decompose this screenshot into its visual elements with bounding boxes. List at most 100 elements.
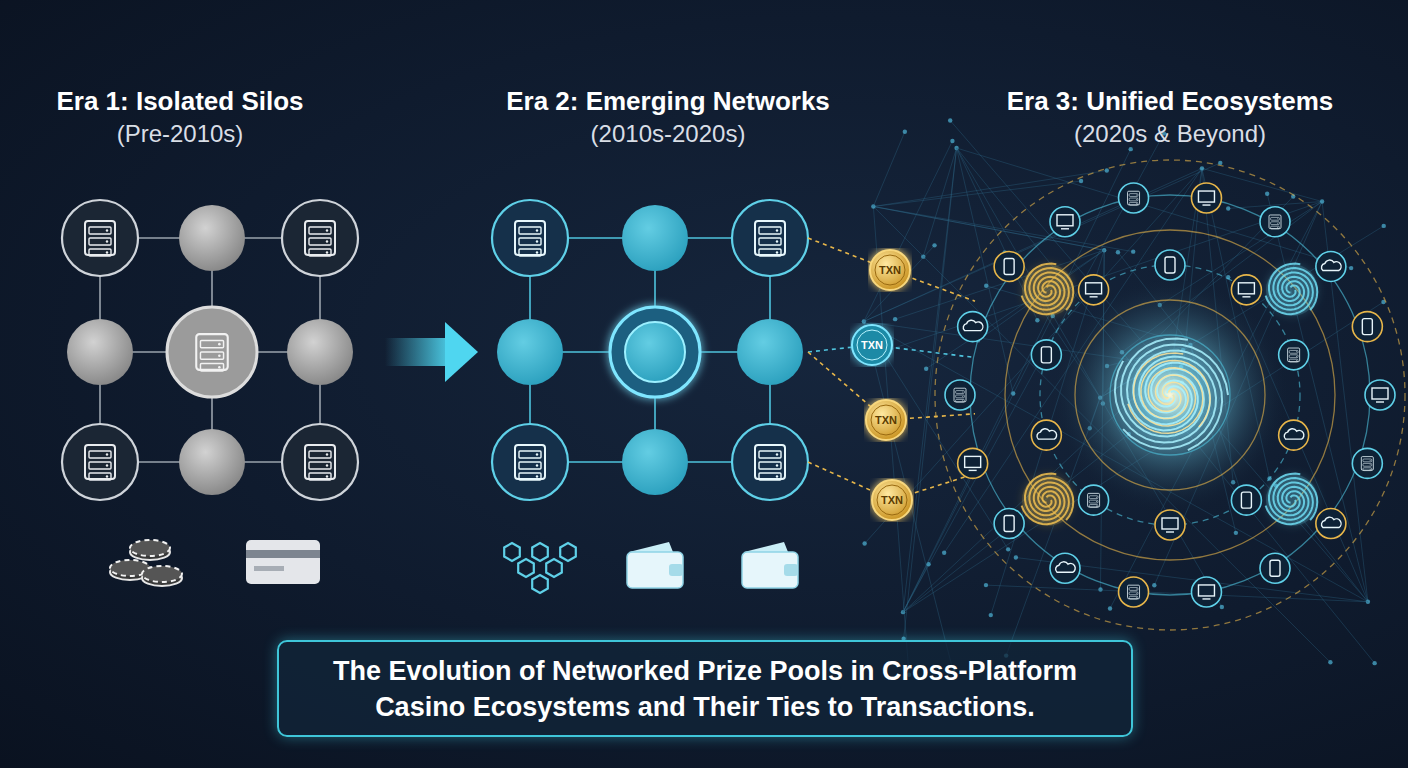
device-node [1316,251,1346,281]
network-node [737,319,803,385]
monitor-stand [1166,531,1174,532]
cloud-icon [1321,517,1341,527]
server-node [732,200,808,276]
server-led [106,464,108,466]
background-link [873,206,1104,250]
device-node [1365,380,1395,410]
server-led [1095,496,1097,498]
phone-icon [1165,257,1175,273]
background-link [923,148,956,257]
background-dot [1382,224,1386,228]
server-node [282,424,358,500]
server-slot [519,451,541,458]
server-slot [956,391,965,394]
server-led [218,366,221,369]
monitor-stand [1376,401,1384,402]
phone-icon [1270,560,1280,576]
server-led [1135,592,1137,594]
server-slot [89,238,111,245]
server-icon [1088,493,1100,507]
background-dot [903,130,907,134]
server-led [106,240,108,242]
background-link [873,171,1106,207]
server-led [1295,360,1297,362]
era1-network [62,200,358,500]
server-slot [309,473,331,480]
server-led [218,354,221,357]
server-led [1295,355,1297,357]
phone-icon [1004,516,1014,532]
background-dot [1006,547,1010,551]
payment-icons [110,540,798,593]
background-dot [948,118,952,122]
background-link [957,148,1375,663]
background-dot [1098,587,1102,591]
server-icon [755,221,785,255]
blockchain-hex [518,559,534,577]
server-slot [89,249,111,256]
vortex-arm [1022,272,1069,314]
device-node [994,509,1024,539]
server-led [536,229,538,231]
background-link [903,316,1053,612]
background-dot [1011,391,1015,395]
era-period: (2010s-2020s) [448,120,888,148]
device-node [1031,420,1061,450]
background-link [957,148,1352,268]
server-led [1135,588,1137,590]
arrow-head [445,322,478,382]
server-led [962,391,964,393]
server-icon [1269,215,1281,229]
server-led [326,240,328,242]
device-node [958,448,988,478]
server-led [106,229,108,231]
transaction-coin: TXN [864,398,908,442]
poker-chip [142,566,182,582]
cloud-icon [1284,429,1304,439]
monitor-stand [1202,204,1210,205]
device-node [1191,577,1221,607]
monitor-icon [1198,585,1214,596]
server-led [1295,351,1297,353]
background-dot [984,583,988,587]
server-slot [1129,596,1138,599]
server-led [776,475,778,477]
server-node [62,424,138,500]
transaction-coin: TXN [850,323,894,367]
background-dot [1234,531,1238,535]
server-led [326,251,328,253]
wallet-icon [627,552,683,588]
server-led [536,240,538,242]
background-dot [862,541,866,545]
server-icon [1288,348,1300,362]
server-slot [1129,592,1138,595]
background-dot [1129,147,1133,151]
server-led [1277,227,1279,229]
monitor-icon [1162,518,1178,529]
device-node [1279,420,1309,450]
vortex-glow [1266,474,1318,526]
coin-label: TXN [870,478,914,522]
vortex-arm [1266,272,1313,314]
orbit-ring [935,160,1405,630]
server-slot [1363,459,1372,462]
server-node [62,200,138,276]
server-slot [759,238,781,245]
background-dot [1328,660,1332,664]
hub-node [167,307,257,397]
caption-text: The Evolution of Networked Prize Pools i… [297,653,1113,725]
server-slot [200,352,223,359]
device-node [1155,510,1185,540]
server-slot [1363,468,1372,471]
device-node [945,380,975,410]
network-node [287,319,353,385]
vortex-arm [1266,482,1313,524]
background-dot [1014,555,1018,559]
server-slot [309,249,331,256]
background-link [873,181,1081,206]
server-led [536,464,538,466]
device-node [1260,553,1290,583]
background-dot [1108,606,1112,610]
device-node [1191,183,1221,213]
server-node [732,424,808,500]
